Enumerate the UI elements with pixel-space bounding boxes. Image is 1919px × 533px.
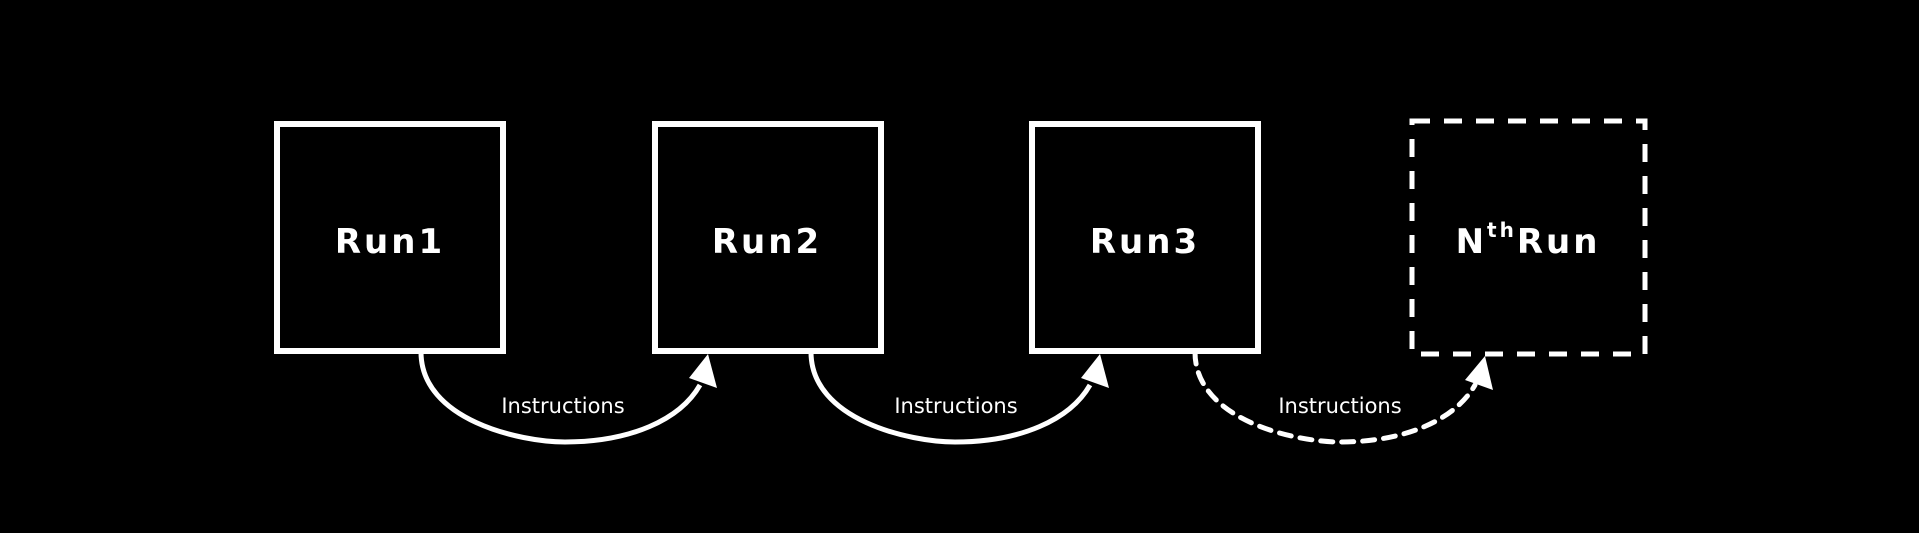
node-run2-box [652,121,884,354]
node-runN-suffix: Run [1517,222,1601,262]
edge-run2-run3-arrowhead [1081,354,1109,388]
edge-run1-run2-line [418,351,703,445]
node-runN-prefix: N [1456,222,1487,262]
edge-run3-runN-line [1192,349,1478,445]
node-run1-label: Run1 [335,222,445,262]
node-run3-box [1029,121,1261,354]
node-run3-label: Run3 [1090,222,1200,262]
node-run1-box [274,121,506,354]
node-runN-superscript: th [1487,218,1517,242]
edge-run1-run2-label: Instructions [501,394,624,418]
edge-run2-run3-label: Instructions [894,394,1017,418]
edge-run2-run3-line [808,351,1093,445]
node-runN-label: NthRun [1456,218,1601,262]
node-run2-label: Run2 [712,222,822,262]
edge-run1-run2-arrowhead [689,354,717,388]
node-runN-box [1409,118,1648,357]
edge-run3-runN-arrowhead [1465,356,1493,390]
edge-run3-runN-label: Instructions [1278,394,1401,418]
